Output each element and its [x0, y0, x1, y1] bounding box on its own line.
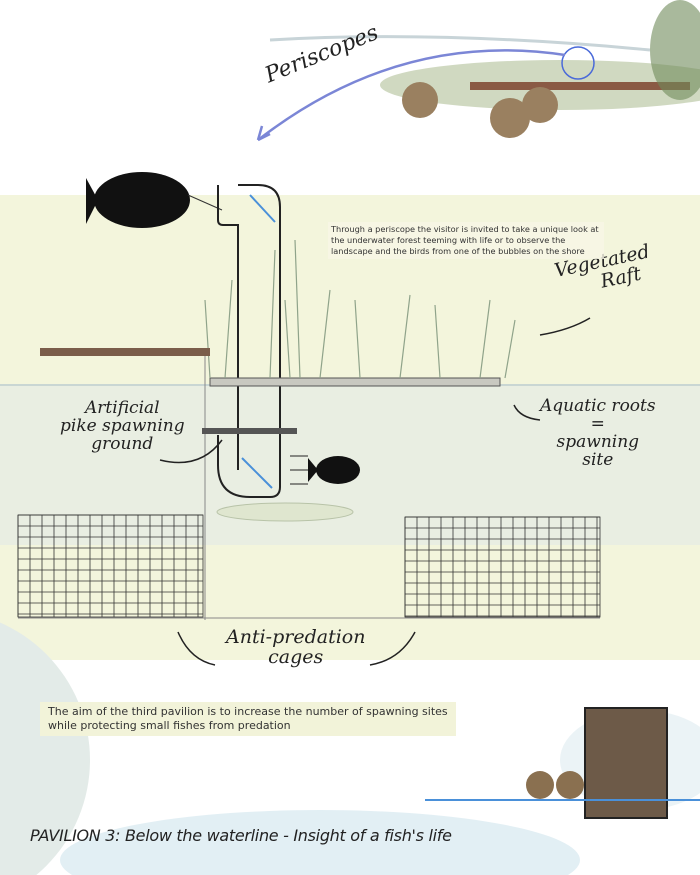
planter-pod: [584, 707, 668, 819]
pike: [216, 502, 354, 522]
label-line: =: [590, 413, 605, 434]
periscope: [217, 184, 281, 498]
aim-note: The aim of the third pavilion is to incr…: [40, 702, 456, 736]
vegetated-raft: [209, 377, 501, 387]
cages-arrow-right: [369, 631, 416, 666]
cages-arrow-left: [177, 631, 216, 666]
periscope-note: Through a periscope the visitor is invit…: [328, 222, 604, 259]
boardwalk: [470, 82, 690, 90]
label-line: cages: [268, 645, 324, 668]
cage-right: [404, 516, 601, 618]
label-anti-predation-cages: Anti-predation cages: [226, 626, 366, 668]
pike-arrow: [159, 439, 223, 464]
periscopes-arrow: [257, 49, 566, 141]
cage-left: [17, 514, 204, 618]
label-aquatic-roots: Aquatic roots = spawning site: [540, 396, 656, 470]
label-line: pike spawning: [60, 415, 185, 436]
deck: [40, 348, 210, 356]
label-artificial-pike-spawning-ground: Artificial pike spawning ground: [60, 398, 185, 454]
label-line: Aquatic roots: [540, 396, 656, 416]
periscope-highlight: [561, 46, 595, 80]
watercolor-cloud: [60, 810, 580, 875]
roots-arrow: [513, 404, 541, 421]
label-line: ground: [91, 433, 154, 454]
pike-spawning-ground: [202, 428, 297, 434]
decorative-circle: [0, 622, 90, 875]
fish-silhouette-top: [86, 172, 223, 228]
label-line: site: [582, 449, 614, 470]
bubble-pod: [490, 98, 530, 138]
raft-arrow: [539, 317, 591, 336]
label-line: spawning: [556, 431, 640, 452]
label-line: Artificial: [85, 398, 160, 418]
page-title: PAVILION 3: Below the waterline - Insigh…: [30, 826, 452, 845]
label-line: Anti-predation: [226, 626, 366, 648]
fish-silhouette-bottom: [308, 456, 360, 484]
raft-vegetation: [204, 239, 516, 379]
